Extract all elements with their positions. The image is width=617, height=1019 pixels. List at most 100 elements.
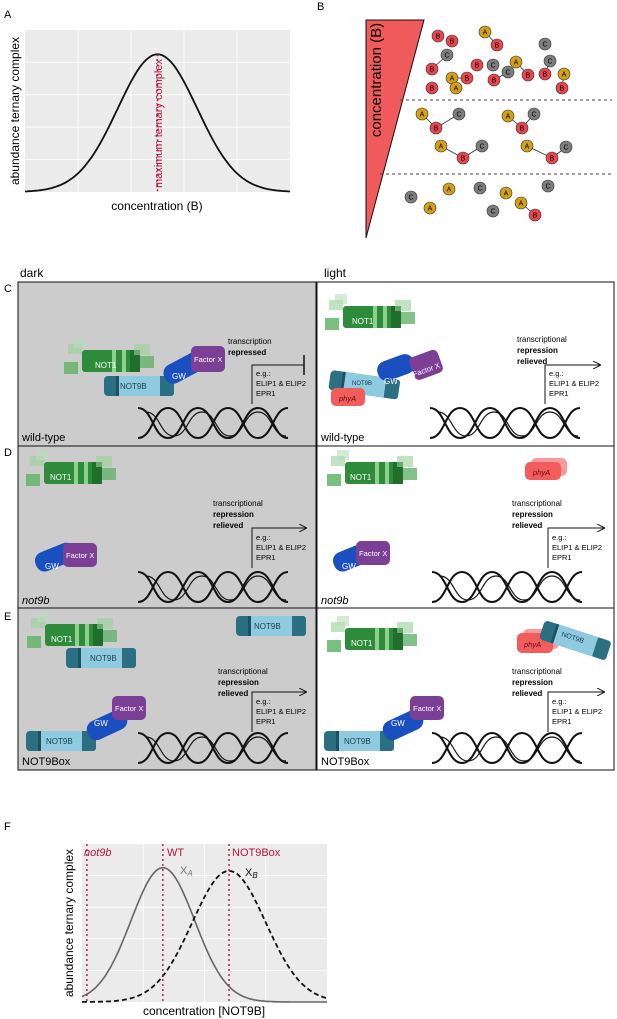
molecule-label: A [450,76,455,83]
d-dark-factorx [63,543,97,567]
molecule-label: B [434,126,439,133]
molecule-label: C [477,186,482,193]
molecule-a [423,201,437,215]
molecule-b [456,151,470,165]
molecule-label: A [454,86,459,93]
panel-a-ylabel: abundance ternary complex [8,37,22,185]
d-light-not1-label: NOT1 [350,473,372,482]
molecule-b [470,58,484,72]
molecule-a [557,67,571,81]
panel-f-label-not9b: not9b [84,847,112,859]
e-dark-gene2: EPR1 [256,717,276,726]
c-light-label: wild-type [320,432,364,444]
wedge-label: concentration (B) [368,23,385,137]
molecule-label: A [483,30,488,37]
d-dark-factorx-label: Factor X [66,551,94,560]
d-light-eg: e.g.: [552,533,567,542]
e-dark-tx-line1: transcriptional [218,667,268,676]
c-light-not1-label: NOT1 [352,317,374,326]
molecule-label: C [490,63,495,70]
e-dark-factorx [112,696,146,720]
e-dark-arrow [251,692,306,732]
molecule-b [555,81,569,95]
molecule-label: B [492,78,497,85]
molecule-label: B [475,63,480,70]
d-dark-tx-line3: relieved [213,521,243,530]
d-dark-gene2: EPR1 [256,553,276,562]
molecule-label: C [479,144,484,151]
panel-f-label-xb: XB [245,867,258,880]
d-dark-tx-line1: transcriptional [213,499,263,508]
molecule-label: B [430,86,435,93]
molecule-c [452,107,466,121]
molecule-b [487,73,501,87]
d-dark-label: not9b [22,595,50,607]
molecule-c [527,107,541,121]
molecule-c [501,65,515,79]
molecule-label: C [505,70,510,77]
molecule-b [460,71,474,85]
molecule-a [509,55,523,69]
e-dark-factorx-label: Factor X [115,704,143,713]
c-light-arrow [544,365,600,404]
molecule-c [559,140,573,154]
molecule-b [521,68,535,82]
molecule-label: A [519,201,524,208]
molecule-label: B [436,34,441,41]
molecule-c [404,190,418,204]
molecule-label: C [547,59,552,66]
molecule-c [486,58,500,72]
c-light-factorx [409,349,443,380]
molecule-label: B [560,86,565,93]
panel-f-xlabel: concentration [NOT9B] [143,1004,265,1018]
d-dark-eg: e.g.: [256,533,271,542]
d-light-gw-label: GW [342,562,356,571]
molecule-a [499,186,513,200]
molecule-label: B [543,72,548,79]
molecule-label: B [520,126,525,133]
molecule-b [445,34,459,48]
c-dark-tx-line1: transcription [228,337,272,346]
molecule-c [543,54,557,68]
c-light-phya-label: phyA [338,394,356,403]
e-light-gene2: EPR1 [552,717,572,726]
molecule-label: B [533,213,538,220]
e-dark-label: NOT9Box [22,756,71,768]
d-light-tx-line2: repression [512,510,553,519]
panel-a-letter: A [4,9,12,21]
c-dark-eg: e.g.: [256,369,271,378]
e-light-eg: e.g.: [552,697,567,706]
panel-f-curve-xa [81,866,327,1003]
concentration-wedge [365,19,425,239]
panel-c-letter: C [4,283,12,295]
d-light-phya-label: phyA [532,468,550,477]
panel-b-letter: B [317,1,324,13]
c-light-tx-line2: repression [517,346,558,355]
e-light-not9b-2-label: NOT9B [344,737,371,746]
c-dark-gene2: EPR1 [256,389,276,398]
c-dark-factorx-label: Factor X [194,355,222,364]
molecule-label: A [504,191,509,198]
molecule-a [442,182,456,196]
e-dark-not9b-2-label: NOT9B [46,737,73,746]
panel-f-curve-xb [81,869,328,1003]
molecule-label: C [444,53,449,60]
e-dark-gene1: ELIP1 & ELIP2 [256,707,306,716]
molecule-label: A [562,72,567,79]
c-light-tx-line3: relieved [517,357,547,366]
molecule-a [501,109,515,123]
header-dark: dark [20,266,44,280]
panel-a-annotation: maximum ternary complex [153,59,165,188]
molecule-label: A [506,114,511,121]
molecule-label: C [545,184,550,191]
c-dark-factorx [191,346,225,372]
molecule-label: A [439,144,444,151]
panel-f-label-not9box: NOT9Box [232,847,281,859]
molecule-b [425,81,439,95]
d-light-gene2: EPR1 [552,553,572,562]
panel-d-letter: D [4,447,12,459]
panel-e-letter: E [4,611,11,623]
d-light-label: not9b [321,595,349,607]
